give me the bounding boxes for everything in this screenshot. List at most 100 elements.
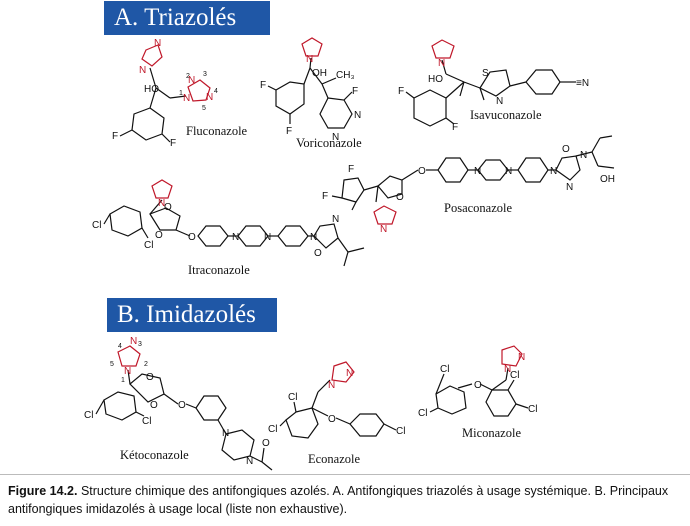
- phenyl-ring-2: [277, 225, 309, 247]
- drug-name-voriconazole: Voriconazole: [296, 136, 362, 150]
- thf-ring: [377, 175, 403, 199]
- econazole-structure: [279, 361, 397, 439]
- triazolone-ring: [313, 223, 339, 249]
- atom-o: O: [314, 248, 322, 259]
- triazole-ring: [151, 179, 173, 199]
- atom-f: F: [398, 86, 404, 97]
- atom-cl: Cl: [268, 424, 277, 435]
- section-title-imidazoles: B. Imidazolés: [107, 298, 277, 332]
- atom-o: O: [262, 438, 270, 449]
- atom-cl: Cl: [396, 426, 405, 437]
- atom-cl: Cl: [440, 364, 449, 375]
- atom-cl: Cl: [418, 408, 427, 419]
- atom-n: N: [346, 368, 353, 379]
- dichlorophenyl-ring: [285, 407, 319, 439]
- atom-o: O: [188, 232, 196, 243]
- fluconazole-structure: [119, 44, 211, 143]
- caption-divider: [0, 474, 690, 475]
- drug-name-posaconazole: Posaconazole: [444, 201, 513, 215]
- atom-f: F: [348, 164, 354, 175]
- ring-number: 5: [202, 105, 206, 112]
- dichlorophenyl-ring-2: [485, 389, 517, 417]
- piperazine-ring: [477, 159, 509, 181]
- triazole-ring: [301, 37, 323, 57]
- atom-o: O: [150, 400, 158, 411]
- imidazole-ring: [501, 345, 523, 367]
- atom-cl: Cl: [84, 410, 93, 421]
- atom-f: F: [352, 86, 358, 97]
- atom-ho: HO: [144, 84, 159, 95]
- drug-name-fluconazole: Fluconazole: [186, 124, 248, 138]
- atom-cl: Cl: [142, 416, 151, 427]
- difluorophenyl-ring: [275, 81, 305, 115]
- atom-n: N: [438, 58, 445, 69]
- atom-f: F: [452, 122, 458, 133]
- atom-f: F: [112, 131, 118, 142]
- phenyl-ring: [195, 395, 227, 421]
- atom-ho: HO: [428, 74, 443, 85]
- dichlorophenyl-ring: [109, 205, 143, 237]
- triazole-ring: [373, 205, 397, 225]
- difluorophenyl-ring: [131, 107, 165, 141]
- atom-o: O: [164, 202, 172, 213]
- atom-cl: Cl: [144, 240, 153, 251]
- atom-ch3: CH₃: [336, 70, 355, 81]
- atom-f: F: [286, 126, 292, 137]
- dioxolane-ring: [149, 207, 181, 231]
- drug-name-miconazole: Miconazole: [462, 426, 522, 440]
- atom-n: N: [264, 232, 271, 243]
- atom-n: N: [310, 232, 317, 243]
- ring-number: 5: [110, 361, 114, 368]
- dioxolane-ring: [129, 373, 165, 403]
- atom-n: N: [306, 54, 313, 65]
- atom-oh: OH: [600, 174, 615, 185]
- atom-f: F: [260, 80, 266, 91]
- atom-n: N: [496, 96, 503, 107]
- chlorophenyl-ring: [349, 413, 385, 437]
- phenyl-ring-1: [197, 225, 229, 247]
- atom-n: N: [154, 38, 161, 49]
- fluoropyrimidine-ring: [319, 97, 353, 129]
- ketoconazole-structure: [95, 345, 273, 471]
- atom-cl: Cl: [528, 404, 537, 415]
- thiazole-ring: [479, 69, 511, 97]
- atom-n: N: [332, 132, 339, 143]
- phenyl-ring-1: [437, 157, 469, 183]
- ring-number: 2: [144, 361, 148, 368]
- difluorophenyl-ring: [413, 89, 447, 127]
- atom-s: S: [482, 68, 489, 79]
- drug-name-itraconazole: Itraconazole: [188, 263, 250, 277]
- itraconazole-structure: [103, 179, 365, 267]
- triazole-ring-right: [187, 79, 211, 102]
- voriconazole-structure: [267, 37, 353, 129]
- atom-n: N: [518, 352, 525, 363]
- atom-o: O: [146, 372, 154, 383]
- dichlorophenyl-ring-1: [435, 385, 467, 415]
- drug-name-isavuconazole: Isavuconazole: [470, 108, 542, 122]
- atom-n: N: [222, 428, 229, 439]
- atom-o: O: [418, 166, 426, 177]
- atom-n: N: [550, 166, 557, 177]
- atom-n: N: [505, 166, 512, 177]
- isavuconazole-structure: [405, 39, 576, 127]
- dichlorophenyl-ring: [103, 391, 137, 421]
- difluorophenyl-ring: [341, 177, 365, 203]
- miconazole-structure: [429, 345, 529, 417]
- atom-f: F: [170, 138, 176, 149]
- atom-n: N: [380, 224, 387, 235]
- atom-o: O: [562, 144, 570, 155]
- atom-n: N: [232, 232, 239, 243]
- atom-n: N: [124, 366, 131, 377]
- atom-n: N: [328, 380, 335, 391]
- atom-n: N: [139, 65, 146, 76]
- atom-o: O: [155, 230, 163, 241]
- ring-number: 2: [186, 73, 190, 80]
- atom-n: N: [206, 92, 213, 103]
- ring-number: 4: [214, 88, 218, 95]
- atom-f: F: [322, 191, 328, 202]
- atom-n: N: [580, 150, 587, 161]
- atom-n: N: [188, 75, 195, 86]
- atom-n: N: [474, 166, 481, 177]
- atom-n: N: [354, 110, 361, 121]
- atom-cl: Cl: [288, 392, 297, 403]
